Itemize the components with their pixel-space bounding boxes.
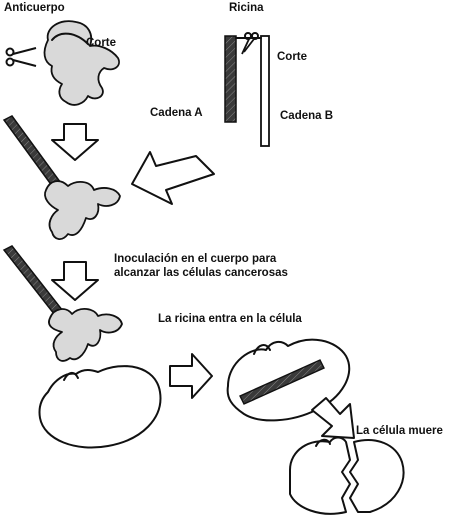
cell-dies-label: La célula muere bbox=[356, 425, 443, 437]
cut-label-ricin: Corte bbox=[277, 51, 307, 63]
inoculation-label-line2: alcanzar las células cancerosas bbox=[114, 267, 288, 279]
arrow-down-right bbox=[311, 397, 355, 439]
arrow-down-2 bbox=[51, 261, 99, 301]
cell-with-ricin bbox=[226, 338, 351, 422]
immunotoxin-conjugate-1 bbox=[2, 115, 121, 240]
chain-a bbox=[224, 35, 237, 123]
scissors-icon bbox=[5, 47, 37, 67]
antibody-title: Anticuerpo bbox=[4, 2, 65, 14]
arrow-right bbox=[169, 353, 213, 399]
scissors-icon bbox=[241, 32, 259, 55]
cut-label-antibody: Corte bbox=[86, 37, 116, 49]
ricin-toxin-inside bbox=[239, 359, 325, 405]
chain-b bbox=[260, 35, 270, 147]
immunotoxin-conjugate-2 bbox=[2, 245, 123, 362]
arrow-diagonal bbox=[131, 151, 215, 205]
ricin-enters-label: La ricina entra en la célula bbox=[158, 313, 302, 325]
chain-b-label: Cadena B bbox=[280, 110, 333, 122]
arrow-down-1 bbox=[51, 123, 99, 161]
antibody-whole bbox=[43, 20, 120, 106]
cancer-cell bbox=[38, 365, 162, 449]
inoculation-label-line1: Inoculación en el cuerpo para bbox=[114, 253, 277, 265]
cut-line bbox=[51, 32, 89, 45]
chain-a-label: Cadena A bbox=[150, 107, 203, 119]
ricin-molecule bbox=[224, 35, 270, 147]
ricin-title: Ricina bbox=[229, 2, 264, 14]
dead-cell bbox=[289, 436, 405, 515]
